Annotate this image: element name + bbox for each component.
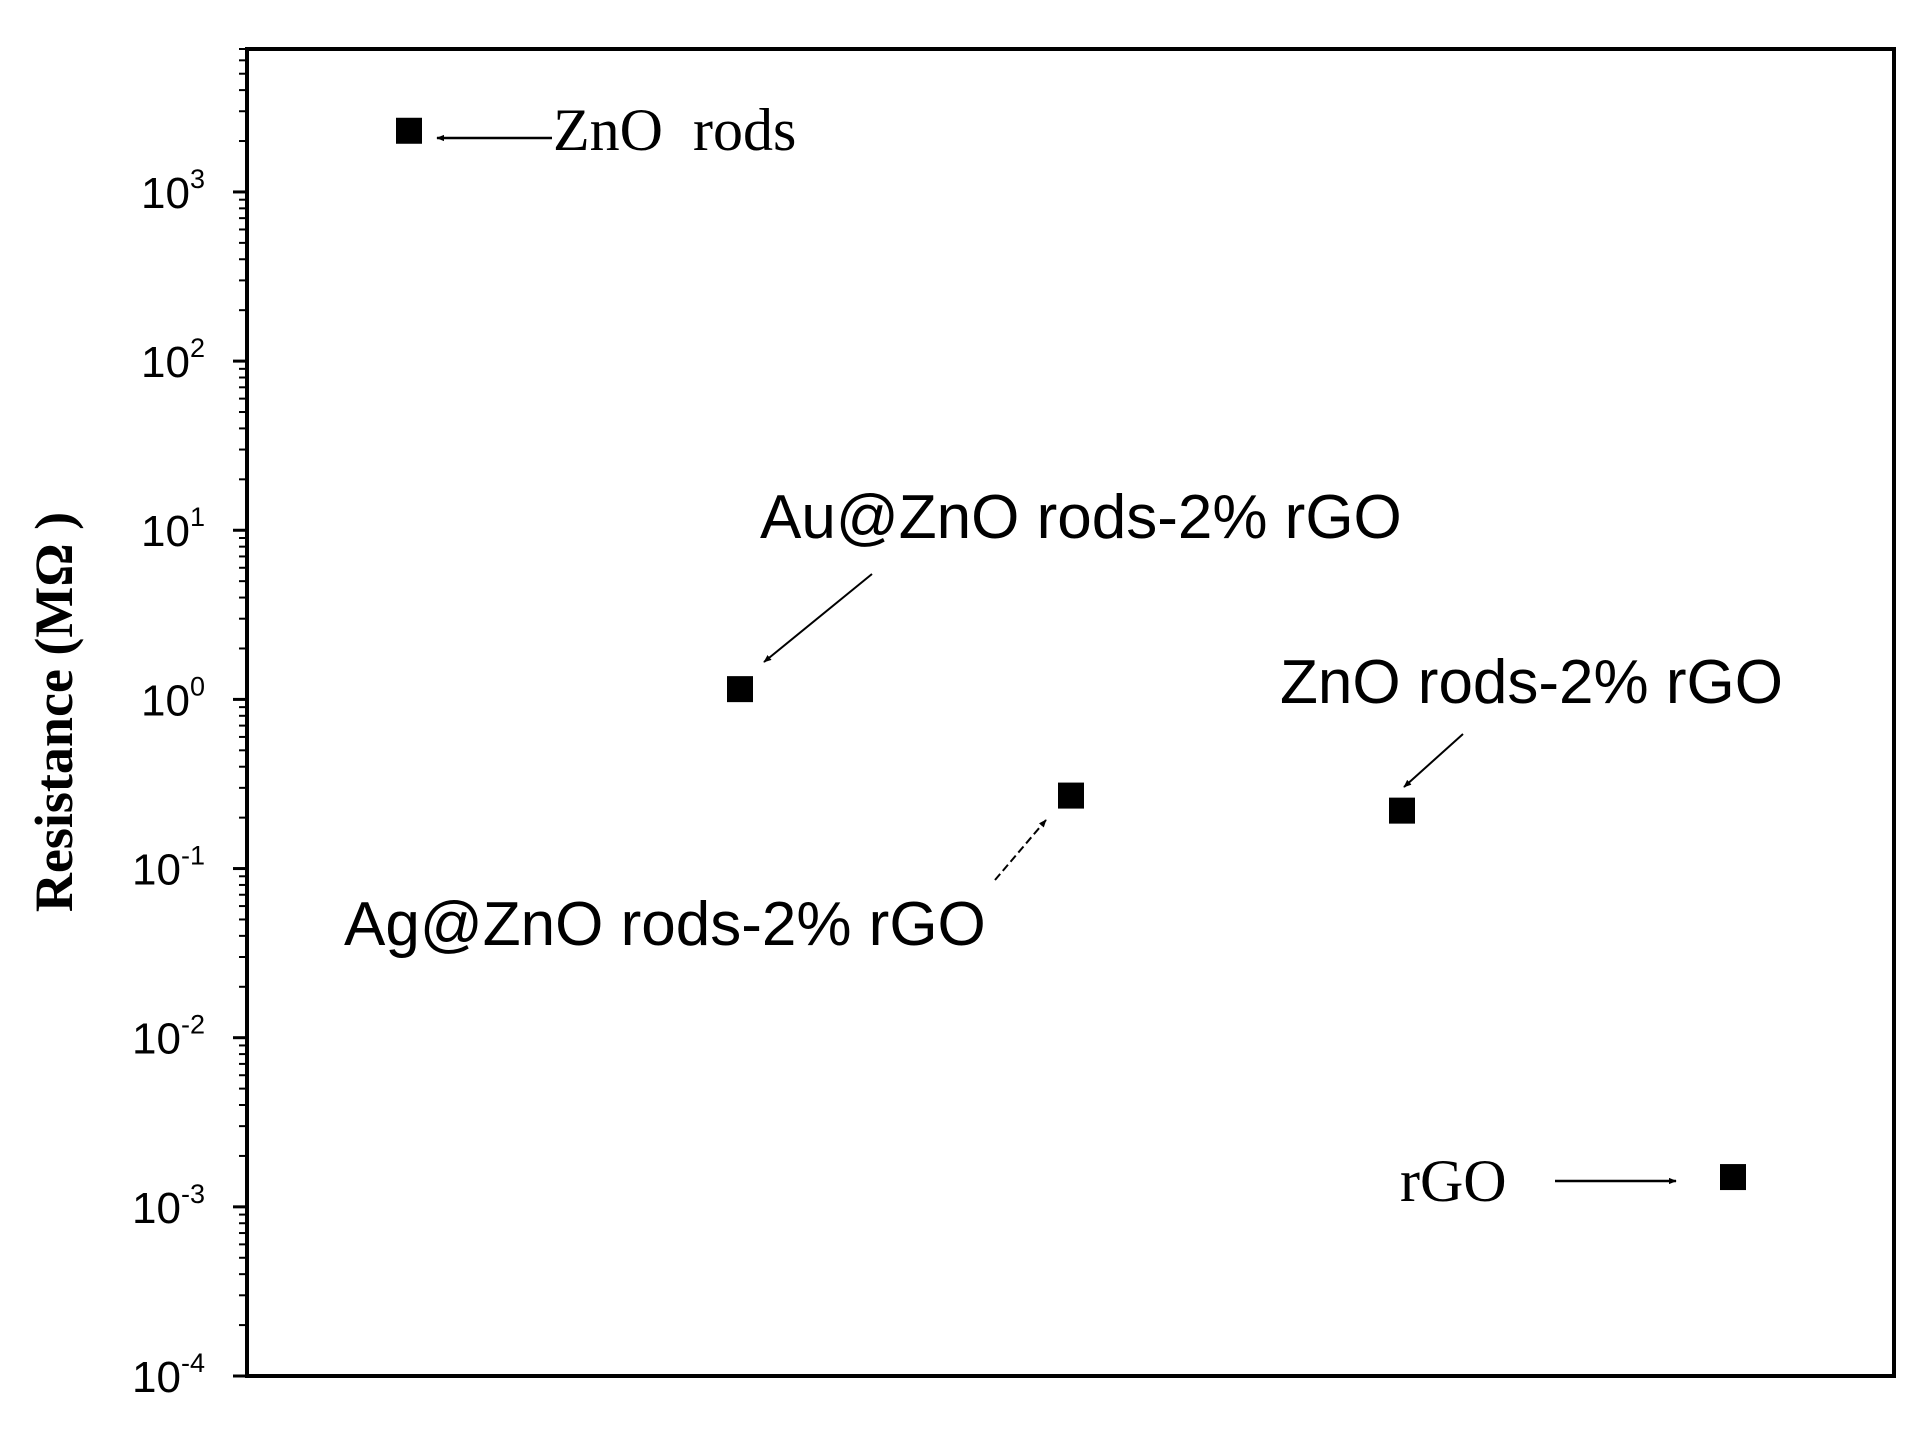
data-points [396,117,1746,1191]
arrow-ag-zno [994,819,1047,881]
y-tick-label: 10-3 [132,1179,205,1233]
annotation-au-zno-rgo: Au@ZnO rods-2% rGO [760,483,1402,552]
arrow-au-zno [763,573,873,663]
plot-frame [245,47,1896,1378]
annotations: ZnO rods Au@ZnO rods-2% rGO Ag@ZnO rods-… [344,97,1783,1214]
y-tick-label: 10-1 [132,841,205,895]
y-tick-label: 101 [141,502,205,556]
y-tick-label: 100 [141,671,205,725]
annotation-ag-zno-rgo: Ag@ZnO rods-2% rGO [344,890,986,959]
y-axis-label: Resistance (MΩ ) [24,512,84,912]
y-tick-label: 102 [141,333,205,387]
annotation-zno-rgo: ZnO rods-2% rGO [1280,648,1783,717]
y-axis-tick-labels: 103 102 101 100 10-1 10-2 10-3 10-4 [132,164,205,1402]
y-axis-ticks [233,48,247,1378]
annotation-arrows [436,134,1677,1185]
arrow-zno-rgo [1403,733,1464,788]
data-point-marker [1389,797,1415,824]
data-point-marker [1058,782,1084,809]
y-tick-label: 10-2 [132,1010,205,1064]
annotation-zno-rods: ZnO rods [553,97,796,163]
data-point-marker [1720,1164,1746,1191]
y-tick-label: 103 [141,164,205,218]
annotation-rgo: rGO [1400,1148,1507,1214]
data-point-marker [396,117,422,144]
y-tick-label: 10-4 [132,1348,205,1402]
data-point-marker [727,676,753,703]
